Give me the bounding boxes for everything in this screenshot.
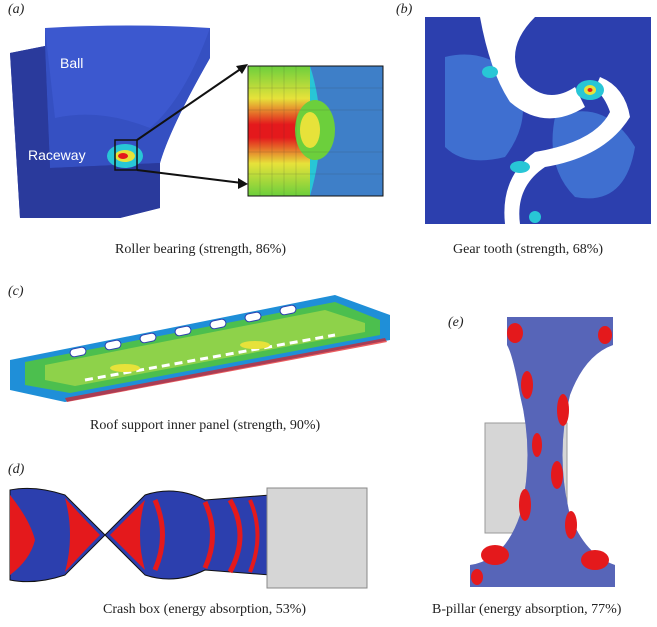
panel-a-caption: Roller bearing (strength, 86%) (115, 242, 287, 257)
panel-c-caption: Roof support inner panel (strength, 90%) (90, 418, 321, 433)
b-pillar-image (470, 317, 615, 587)
raceway-label: Raceway (28, 147, 86, 163)
ball-label: Ball (60, 55, 84, 71)
roller-bearing-image (10, 25, 384, 218)
crash-box-image (9, 487, 368, 589)
panel-c-letter: (c) (8, 284, 24, 299)
gear-tooth-image (425, 17, 651, 224)
panel-d-letter: (d) (8, 462, 25, 477)
roof-panel-image (10, 295, 390, 402)
panel-d-caption: Crash box (energy absorption, 53%) (103, 602, 307, 617)
panel-a-letter: (a) (8, 2, 25, 17)
panel-e-caption: B-pillar (energy absorption, 77%) (432, 602, 622, 617)
panel-b-caption: Gear tooth (strength, 68%) (453, 242, 604, 257)
panel-e-letter: (e) (448, 315, 464, 330)
panel-b-letter: (b) (396, 2, 413, 17)
